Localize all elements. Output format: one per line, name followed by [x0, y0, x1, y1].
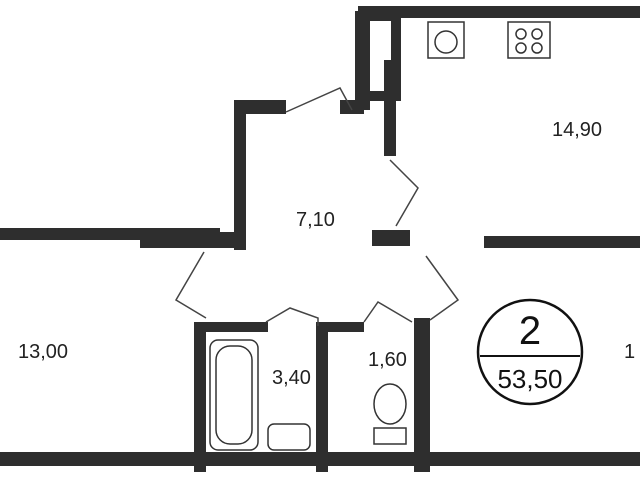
bath-right-wall — [316, 322, 328, 472]
living-door — [174, 251, 207, 319]
hall-top-door — [285, 87, 353, 113]
room-area-wc: 1,60 — [368, 349, 407, 371]
kitchen-top-wall — [358, 6, 640, 18]
hall-top-wall-right — [340, 100, 364, 114]
bottom-wall — [0, 452, 640, 466]
room-area-kitchen: 14,90 — [552, 119, 602, 141]
living-top-wall-end — [140, 232, 246, 248]
badge-circle — [476, 298, 584, 406]
wc-top-wall — [316, 322, 364, 332]
kitchen-bottom-wall — [372, 230, 410, 246]
fixtures — [209, 21, 551, 451]
kitchen-column — [355, 11, 401, 101]
room-area-right-cut: 1 — [624, 341, 635, 363]
room-labels: 14,90 7,10 13,00 3,40 1,60 1 — [18, 119, 635, 389]
toilet-tank-icon — [373, 427, 407, 445]
sink-bowl-icon — [434, 30, 458, 54]
room-area-living: 13,00 — [18, 341, 68, 363]
hall-top-wall-left — [234, 100, 286, 114]
burner-icon-2 — [531, 28, 543, 40]
right-room-top-wall — [484, 236, 640, 248]
burner-icon-3 — [515, 42, 527, 54]
basin-icon — [267, 423, 311, 451]
wc-door — [363, 301, 413, 323]
bath-top-wall — [194, 322, 268, 332]
total-area: 53,50 — [497, 364, 562, 394]
summary-badge: 2 53,50 — [476, 298, 584, 406]
wc-right-wall — [414, 318, 430, 472]
sink-icon — [427, 21, 465, 59]
burner-icon-4 — [531, 42, 543, 54]
stove-icon — [507, 21, 551, 59]
right-room-door — [425, 255, 460, 321]
bath-door — [265, 307, 319, 326]
walls — [0, 6, 640, 472]
room-area-hall: 7,10 — [296, 209, 335, 231]
toilet-icon — [373, 383, 407, 425]
bathtub-inner-icon — [215, 345, 253, 445]
rooms-count: 2 — [519, 309, 541, 353]
doors — [174, 87, 460, 326]
bath-left-wall — [194, 322, 206, 472]
bathtub-icon — [209, 339, 259, 451]
burner-icon-1 — [515, 28, 527, 40]
room-area-bathroom: 3,40 — [272, 367, 311, 389]
hall-left-wall — [234, 100, 246, 250]
kitchen-door — [389, 159, 419, 227]
